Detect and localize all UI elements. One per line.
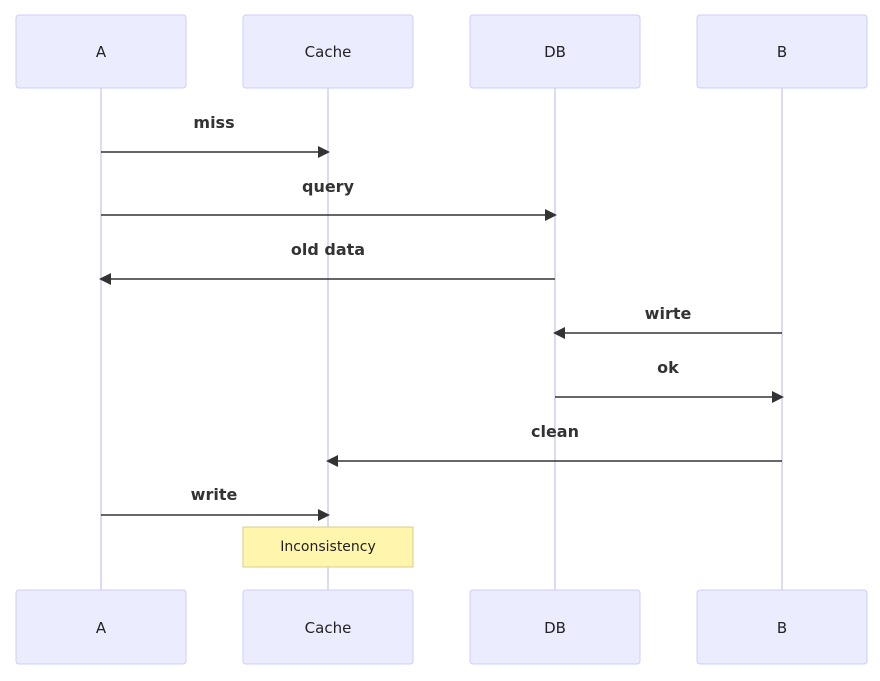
arrowhead-left-icon — [99, 273, 111, 285]
arrowhead-right-icon — [318, 146, 330, 158]
arrowhead-right-icon — [772, 391, 784, 403]
actor-cache-top-label: Cache — [305, 43, 352, 61]
actor-db-top-label: DB — [544, 43, 566, 61]
actor-cache-bottom-label: Cache — [305, 619, 352, 637]
message-old-data-label: old data — [291, 240, 365, 259]
message-clean: clean — [326, 422, 782, 467]
actors-top: A Cache DB B — [15, 14, 868, 89]
actor-cache-top: Cache — [242, 14, 414, 89]
message-clean-label: clean — [531, 422, 579, 441]
message-query-label: query — [302, 177, 355, 196]
arrowhead-left-icon — [553, 327, 565, 339]
actor-db-bottom-label: DB — [544, 619, 566, 637]
actor-a-bottom: A — [15, 589, 187, 665]
message-wirte: wirte — [553, 304, 782, 339]
arrowhead-right-icon — [318, 509, 330, 521]
actor-a-top: A — [15, 14, 187, 89]
message-old-data: old data — [99, 240, 555, 285]
message-write-label: write — [191, 485, 238, 504]
message-miss-label: miss — [193, 113, 234, 132]
actor-a-top-label: A — [96, 43, 107, 61]
message-query: query — [101, 177, 557, 221]
note-inconsistency: Inconsistency — [242, 526, 414, 568]
actor-db-top: DB — [469, 14, 641, 89]
actors-bottom: A Cache DB B — [15, 589, 868, 665]
actor-b-bottom: B — [696, 589, 868, 665]
message-ok-label: ok — [657, 358, 679, 377]
actor-b-top-label: B — [777, 43, 787, 61]
message-miss: miss — [101, 113, 330, 158]
note-text: Inconsistency — [280, 539, 376, 555]
message-wirte-label: wirte — [645, 304, 692, 323]
actor-b-bottom-label: B — [777, 619, 787, 637]
arrowhead-left-icon — [326, 455, 338, 467]
message-ok: ok — [555, 358, 784, 403]
actor-cache-bottom: Cache — [242, 589, 414, 665]
lifelines — [100, 88, 783, 590]
actor-b-top: B — [696, 14, 868, 89]
actor-a-bottom-label: A — [96, 619, 107, 637]
message-write: write — [101, 485, 330, 521]
messages: miss query old data wirte ok — [99, 113, 784, 521]
arrowhead-right-icon — [545, 209, 557, 221]
actor-db-bottom: DB — [469, 589, 641, 665]
